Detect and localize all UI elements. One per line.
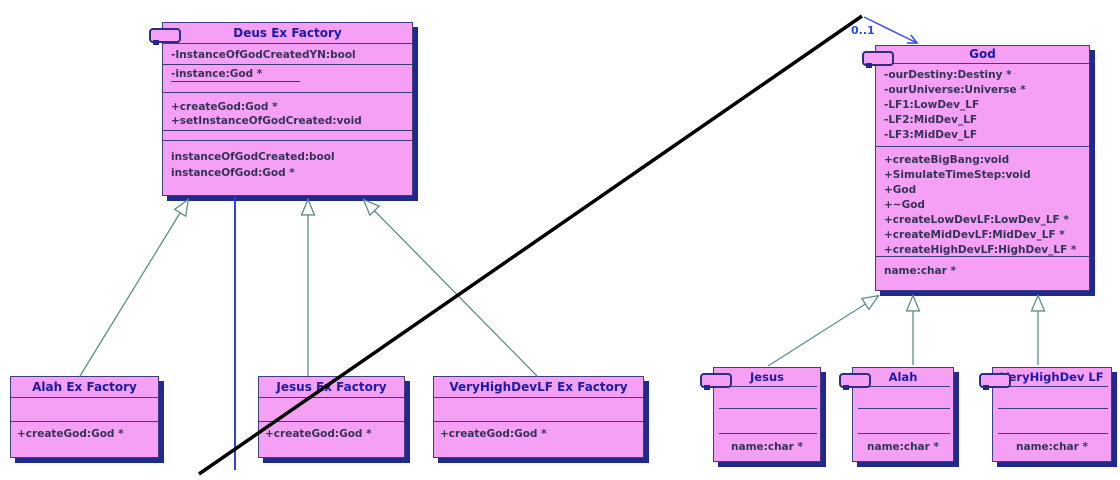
compartment-separator bbox=[259, 397, 404, 398]
class-icon bbox=[839, 373, 871, 390]
attribute: -LF3:MidDev_LF bbox=[884, 129, 978, 141]
operation: +SimulateTimeStep:void bbox=[884, 169, 1031, 181]
class-title: Alah Ex Factory bbox=[32, 380, 137, 394]
properties-compartment: instanceOfGodCreated:bool instanceOfGod:… bbox=[163, 141, 412, 181]
compartment-separator bbox=[998, 408, 1108, 409]
class-veryhighdevlf-ex-factory[interactable]: VeryHighDevLF Ex Factory +createGod:God … bbox=[433, 376, 644, 458]
compartment-separator bbox=[719, 408, 817, 409]
properties-compartment: name:char * bbox=[876, 257, 1089, 279]
attribute: -ourDestiny:Destiny * bbox=[884, 69, 1012, 81]
compartment-separator bbox=[858, 408, 950, 409]
class-icon bbox=[149, 28, 181, 45]
property: name:char * bbox=[867, 441, 939, 453]
class-title: VeryHighDev LF bbox=[1000, 370, 1104, 384]
generalization-veryhighdevlf-factory[interactable] bbox=[364, 200, 538, 377]
operation: +createGod:God * bbox=[171, 101, 278, 113]
attribute: -InstanceOfGodCreatedYN:bool bbox=[163, 48, 412, 65]
generalization-alah-factory[interactable] bbox=[79, 200, 188, 377]
attributes-compartment: -InstanceOfGodCreatedYN:bool -instance:G… bbox=[163, 44, 412, 93]
operation: +createGod:God * bbox=[265, 428, 372, 440]
operation: +createBigBang:void bbox=[884, 154, 1010, 166]
class-icon bbox=[700, 373, 732, 390]
property: instanceOfGodCreated:bool bbox=[171, 151, 335, 163]
class-title: VeryHighDevLF Ex Factory bbox=[449, 380, 628, 394]
class-title: Alah bbox=[888, 370, 918, 384]
operation: +createGod:God * bbox=[17, 428, 124, 440]
class-jesus[interactable]: Jesus name:char * bbox=[700, 367, 821, 462]
attribute: -instance:God * bbox=[163, 67, 412, 82]
class-god[interactable]: God -ourDestiny:Destiny * -ourUniverse:U… bbox=[862, 45, 1090, 291]
property: name:char * bbox=[1016, 441, 1088, 453]
operation: +setInstanceOfGodCreated:void bbox=[163, 114, 412, 131]
class-title: Jesus Ex Factory bbox=[276, 380, 387, 394]
compartment-separator bbox=[719, 433, 817, 434]
compartment-separator bbox=[11, 397, 158, 398]
operations-compartment: +createGod:God * +setInstanceOfGodCreate… bbox=[163, 93, 412, 141]
class-alah-ex-factory[interactable]: Alah Ex Factory +createGod:God * bbox=[10, 376, 159, 458]
class-icon bbox=[979, 373, 1011, 390]
operation: +createHighDevLF:HighDev_LF * bbox=[884, 244, 1077, 256]
compartment-separator bbox=[858, 386, 950, 387]
compartment-separator bbox=[259, 421, 404, 422]
class-alah[interactable]: Alah name:char * bbox=[839, 367, 954, 462]
property: name:char * bbox=[884, 265, 956, 277]
attributes-compartment: -ourDestiny:Destiny * -ourUniverse:Unive… bbox=[876, 64, 1089, 147]
compartment-separator bbox=[11, 421, 158, 422]
operations-compartment: +createBigBang:void +SimulateTimeStep:vo… bbox=[876, 147, 1089, 257]
compartment-separator bbox=[998, 433, 1108, 434]
operation: +createLowDevLF:LowDev_LF * bbox=[884, 214, 1069, 226]
generalization-jesus[interactable] bbox=[767, 296, 878, 367]
property: name:char * bbox=[731, 441, 803, 453]
compartment-separator bbox=[998, 386, 1108, 387]
class-jesus-ex-factory[interactable]: Jesus Ex Factory +createGod:God * bbox=[258, 376, 405, 458]
compartment-separator bbox=[719, 386, 817, 387]
class-title: Deus Ex Factory bbox=[163, 23, 412, 44]
compartment-separator bbox=[434, 421, 643, 422]
class-title: God bbox=[876, 46, 1089, 64]
operation: +createMidDevLF:MidDev_LF * bbox=[884, 229, 1065, 241]
class-icon bbox=[862, 51, 894, 68]
property: instanceOfGod:God * bbox=[171, 167, 295, 179]
class-veryhighdev-lf[interactable]: VeryHighDev LF name:char * bbox=[979, 367, 1112, 462]
compartment-separator bbox=[858, 433, 950, 434]
attribute: -LF2:MidDev_LF bbox=[884, 114, 978, 126]
operation: +~God bbox=[884, 199, 925, 211]
multiplicity-label: 0..1 bbox=[851, 24, 875, 37]
compartment-separator bbox=[434, 397, 643, 398]
operation: +createGod:God * bbox=[440, 428, 547, 440]
attribute: -ourUniverse:Universe * bbox=[884, 84, 1026, 96]
operation: +God bbox=[884, 184, 917, 196]
attribute: -LF1:LowDev_LF bbox=[884, 99, 980, 111]
class-deus-ex-factory[interactable]: Deus Ex Factory -InstanceOfGodCreatedYN:… bbox=[149, 22, 413, 196]
